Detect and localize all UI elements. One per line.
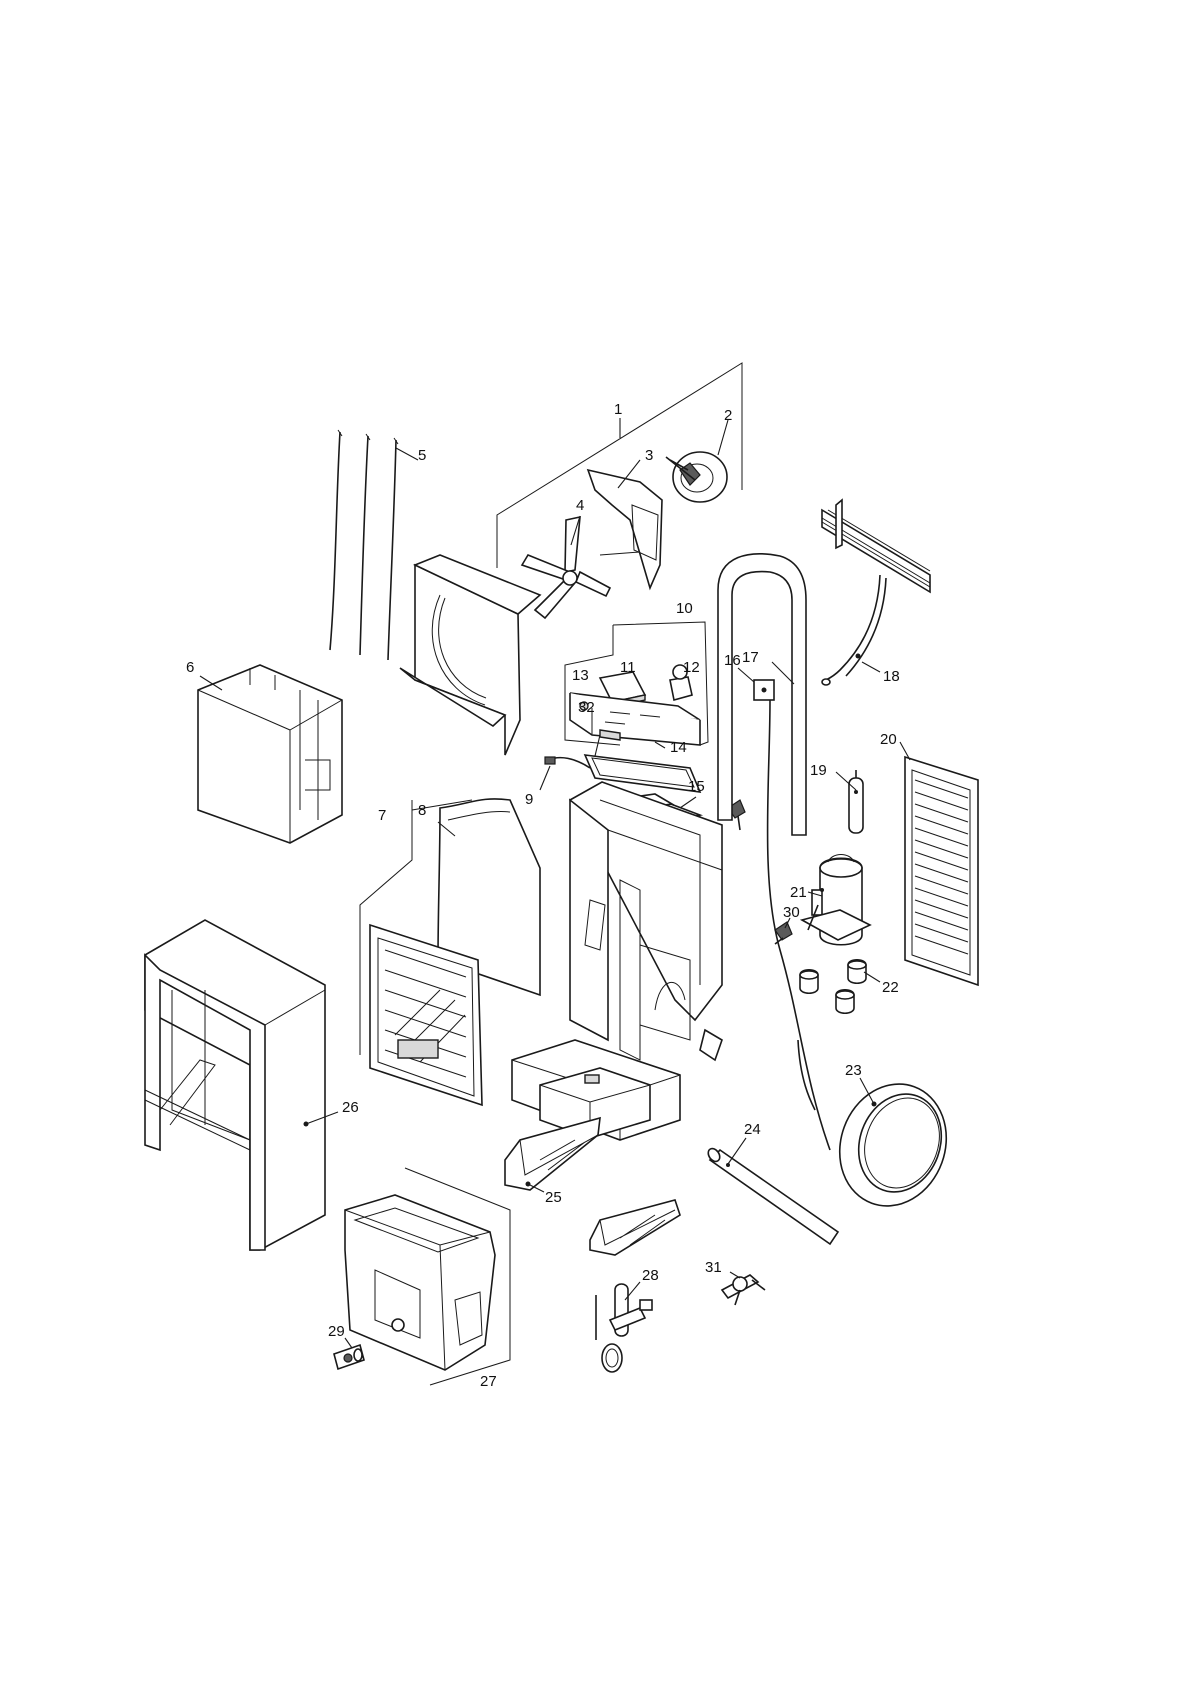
control-panel — [570, 665, 700, 792]
callout-16: 16 — [724, 652, 741, 669]
callout-28: 28 — [642, 1267, 659, 1284]
water-bucket — [345, 1168, 510, 1385]
callout-18: 18 — [883, 668, 900, 685]
callout-15: 15 — [688, 778, 705, 795]
axle — [706, 1138, 838, 1244]
callout-14: 14 — [670, 739, 687, 756]
fan-motor — [666, 420, 728, 502]
condenser-pipe — [822, 500, 930, 685]
callout-21: 21 — [790, 884, 807, 901]
callout-22: 22 — [882, 979, 899, 996]
wire-set — [330, 430, 418, 660]
callout-3: 3 — [645, 447, 653, 464]
fitting-30 — [728, 800, 792, 944]
callout-31: 31 — [705, 1259, 722, 1276]
callout-11: 11 — [620, 659, 636, 676]
valve — [722, 1272, 765, 1305]
housing-cover — [145, 920, 338, 1250]
callout-labels: 1 2 3 4 5 6 7 8 9 10 11 12 13 14 15 16 1… — [186, 401, 900, 1390]
coil-box — [198, 665, 342, 843]
callout-19: 19 — [810, 762, 827, 779]
fan-blade — [522, 516, 610, 618]
callout-4: 4 — [576, 497, 584, 514]
callout-10: 10 — [676, 600, 693, 617]
callout-24: 24 — [744, 1121, 761, 1138]
filter-drier — [836, 770, 863, 833]
motor-bracket — [588, 460, 662, 588]
callout-6: 6 — [186, 659, 194, 676]
callout-12: 12 — [683, 659, 700, 676]
callout-13: 13 — [572, 667, 589, 684]
callout-29: 29 — [328, 1323, 345, 1340]
rear-grille — [900, 742, 978, 985]
callout-7: 7 — [378, 807, 386, 824]
compressor — [802, 855, 870, 945]
rubber-feet — [800, 960, 880, 1014]
callout-2: 2 — [724, 407, 732, 424]
chassis-frame — [512, 782, 722, 1140]
pump-assembly — [596, 1282, 652, 1372]
callout-17: 17 — [742, 649, 759, 666]
callout-20: 20 — [880, 731, 897, 748]
callout-30: 30 — [783, 904, 800, 921]
callout-26: 26 — [342, 1099, 359, 1116]
wheel — [823, 1069, 963, 1221]
callout-1: 1 — [614, 401, 622, 418]
callout-32: 32 — [578, 699, 595, 716]
callout-5: 5 — [418, 447, 426, 464]
fan-shroud — [400, 555, 540, 755]
drain-plug — [334, 1338, 364, 1369]
callout-27: 27 — [480, 1373, 497, 1390]
foot-supports — [505, 1118, 680, 1255]
callout-8: 8 — [418, 802, 426, 819]
callout-9: 9 — [525, 791, 533, 808]
humidity-sensor — [540, 757, 590, 790]
callout-23: 23 — [845, 1062, 862, 1079]
callout-25: 25 — [545, 1189, 562, 1206]
